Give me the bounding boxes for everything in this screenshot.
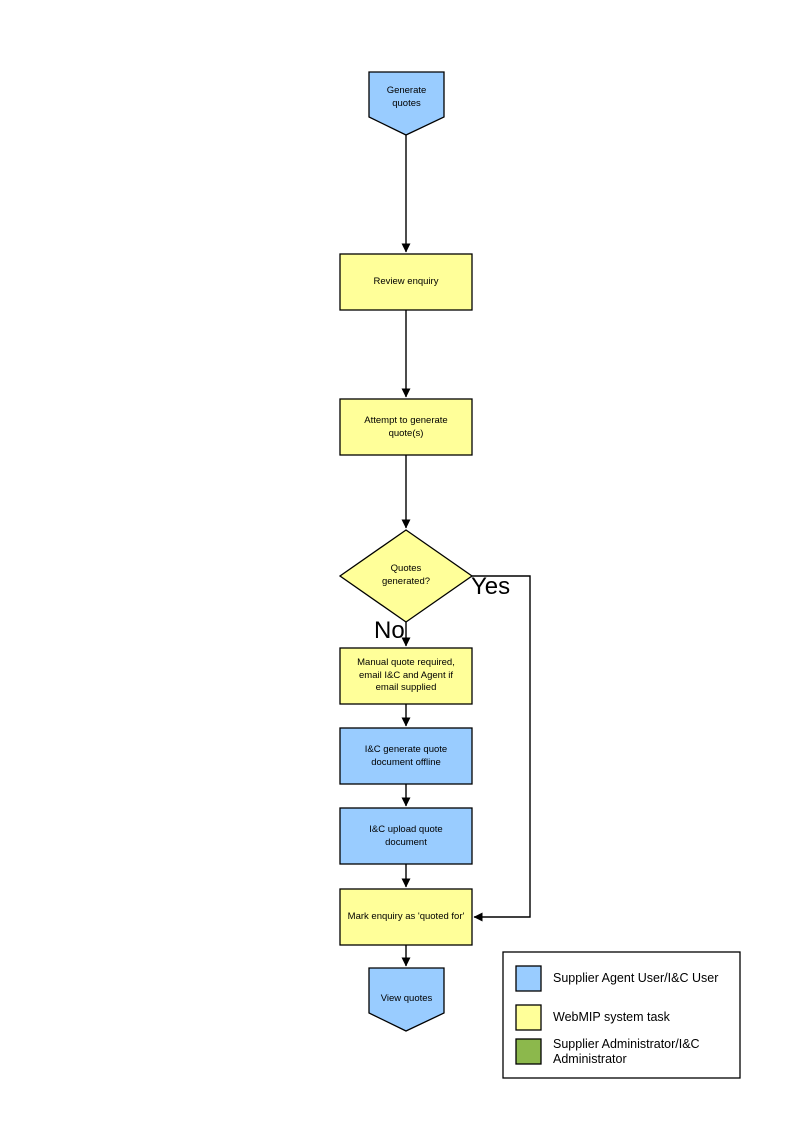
edge-decision-yes	[472, 575, 531, 922]
legend-label-system-task: WebMIP system task	[553, 1010, 670, 1024]
legend-swatch-admin-task	[515, 1038, 542, 1065]
legend-swatch-user-task	[515, 965, 542, 992]
legend-frame	[502, 951, 741, 1079]
node-review-enquiry[interactable]	[339, 253, 473, 311]
node-ic-upload-quote-document[interactable]	[339, 807, 473, 865]
node-ic-generate-quote-offline[interactable]	[339, 727, 473, 785]
node-mark-enquiry-quoted-for[interactable]	[339, 888, 473, 946]
node-quotes-generated-decision[interactable]	[338, 529, 474, 623]
node-view-quotes[interactable]	[368, 967, 445, 1032]
legend-label-admin-task: Supplier Administrator/I&C Administrator	[553, 1037, 700, 1066]
edges-layer	[401, 135, 531, 967]
node-generate-quotes[interactable]	[368, 71, 445, 136]
legend-label-user-task: Supplier Agent User/I&C User	[553, 971, 719, 985]
edge-label-no: No	[374, 617, 405, 644]
nodes-layer	[338, 71, 474, 1032]
node-manual-quote-required[interactable]	[339, 647, 473, 705]
legend-swatch-system-task	[515, 1004, 542, 1031]
node-attempt-generate-quote[interactable]	[339, 398, 473, 456]
edge-label-yes: Yes	[471, 573, 511, 600]
legend-box	[502, 951, 741, 1079]
